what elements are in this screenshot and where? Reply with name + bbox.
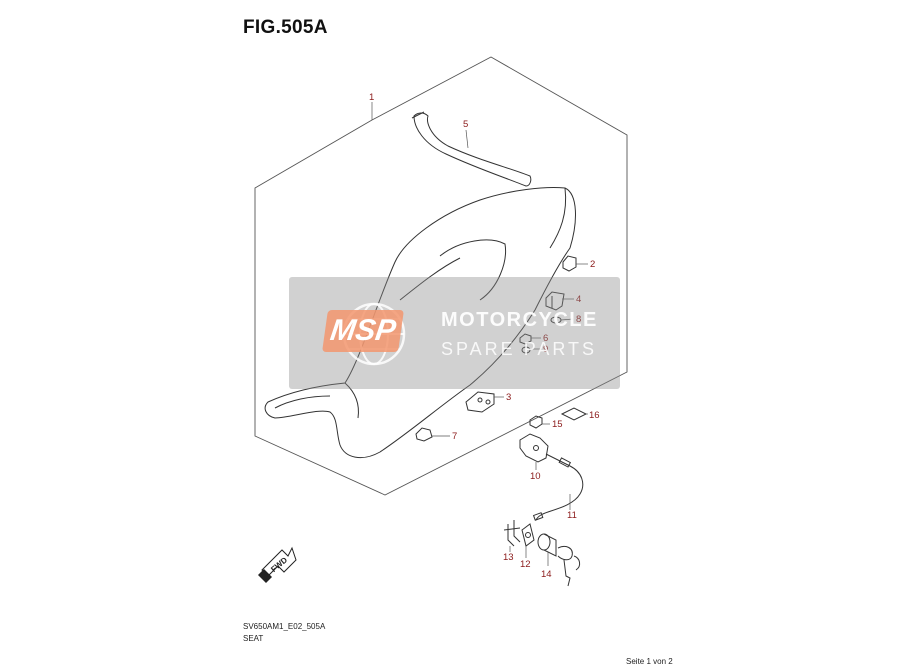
cable-part-11[interactable] [532, 453, 584, 521]
callout-13: 13 [503, 552, 514, 563]
callout-12: 12 [520, 559, 531, 570]
page-counter: Seite 1 von 2 [626, 657, 673, 666]
callout-6: 6 [543, 333, 548, 344]
lock-cylinder-part-14[interactable] [537, 533, 581, 587]
callout-14: 14 [541, 569, 552, 580]
callout-15: 15 [552, 419, 563, 430]
label-part-16[interactable] [560, 407, 588, 421]
assembly-outline [254, 56, 628, 496]
callout-1: 1 [369, 92, 374, 103]
seat-lock-part-10[interactable] [519, 433, 549, 463]
damper-part-7[interactable] [415, 427, 433, 442]
nut-part-6[interactable] [519, 333, 532, 345]
callout-2: 2 [590, 259, 595, 270]
callout-9: 9 [543, 344, 548, 355]
fwd-arrow-icon: FWD [258, 546, 297, 583]
figure-code: SV650AM1_E02_505A [243, 622, 326, 631]
callout-10: 10 [530, 471, 541, 482]
leader-lines [371, 102, 588, 566]
watermark: MSP MOTORCYCLE SPARE PARTS [289, 277, 620, 389]
callout-8: 8 [576, 314, 581, 325]
washer-part-9[interactable] [521, 346, 531, 354]
seat-part[interactable] [264, 187, 576, 459]
callout-16: 16 [589, 410, 600, 421]
callout-4: 4 [576, 294, 581, 305]
clip-part-13[interactable] [503, 520, 521, 547]
callout-5: 5 [463, 119, 468, 130]
callout-7: 7 [452, 431, 457, 442]
stopper-part-3[interactable] [465, 391, 495, 413]
figure-title: FIG.505A [243, 17, 328, 38]
callout-11: 11 [567, 510, 577, 521]
bracket-part-4[interactable] [545, 291, 565, 311]
watermark-line-1: MOTORCYCLE [441, 309, 598, 331]
figure-subtitle: SEAT [243, 634, 264, 643]
watermark-line-2: SPARE PARTS [441, 339, 598, 359]
plate-part-12[interactable] [521, 523, 535, 547]
watermark-logo: MSP [322, 310, 404, 352]
nut-part-2[interactable] [562, 255, 577, 272]
callout-3: 3 [506, 392, 511, 403]
seat-strap[interactable] [411, 111, 532, 187]
